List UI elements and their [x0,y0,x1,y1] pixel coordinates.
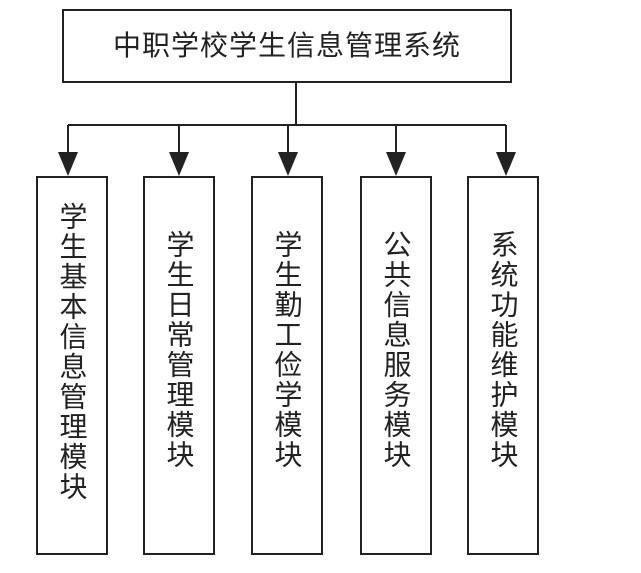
student-daily-management-module-box: 学生日常管理模块 [143,176,215,555]
student-work-study-module-box: 学生勤工俭学模块 [251,176,323,555]
system-maintenance-module-label: 系统功能维护模块 [486,230,520,470]
student-work-study-module-label: 学生勤工俭学模块 [270,230,304,470]
student-basic-info-module-label: 学生基本信息管理模块 [55,202,89,502]
module-4-arrow-icon [386,152,406,176]
module-1-arrow-icon [58,152,78,176]
public-info-service-module-box: 公共信息服务模块 [360,176,432,555]
student-basic-info-module-box: 学生基本信息管理模块 [36,176,108,555]
system-title-box: 中职学校学生信息管理系统 [62,9,512,83]
module-2-arrow-icon [169,152,189,176]
system-maintenance-module-box: 系统功能维护模块 [467,176,539,555]
public-info-service-module-label: 公共信息服务模块 [379,230,413,470]
module-3-arrow-icon [278,152,298,176]
system-title: 中职学校学生信息管理系统 [112,29,461,62]
module-5-arrow-icon [496,152,516,176]
student-daily-management-module-label: 学生日常管理模块 [162,230,196,470]
